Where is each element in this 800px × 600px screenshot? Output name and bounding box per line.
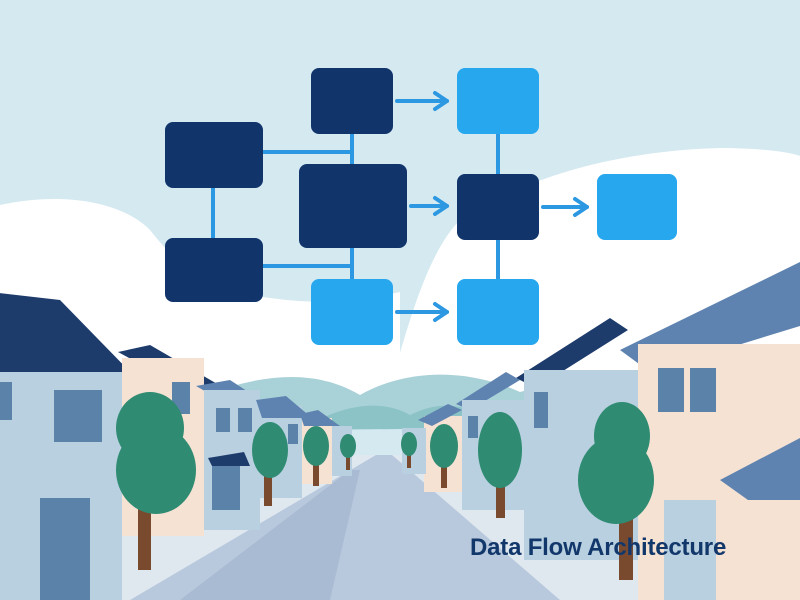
house-left-3-garage (212, 462, 240, 510)
diagram-node-n9 (597, 174, 677, 240)
house-left-3-window-a (216, 408, 230, 432)
houses-left (0, 293, 352, 600)
tree-crown (252, 422, 288, 478)
house-left-4-roof (256, 396, 312, 418)
tree-crown (578, 436, 654, 524)
diagram-node-n4 (299, 164, 407, 248)
diagram-node-n8 (457, 279, 539, 345)
house-right-4-roof (418, 404, 462, 426)
house-left-1-window-a (0, 382, 12, 420)
house-left-3-awning (208, 452, 250, 466)
arrow-head (433, 196, 449, 216)
diagram-node-n5 (311, 279, 393, 345)
tree-crown (116, 426, 196, 514)
tree-trunk (313, 462, 319, 486)
tree-trunk (496, 472, 505, 518)
diagram-node-n7 (457, 174, 539, 240)
flow-diagram (165, 68, 677, 345)
diagram-node-n6 (457, 68, 539, 134)
diagram-node-n2 (165, 238, 263, 302)
arrow-head (573, 197, 589, 217)
trees (116, 392, 654, 580)
house-left-4-window (288, 424, 298, 444)
road-shadow (180, 470, 360, 600)
house-right-1-door (664, 500, 716, 600)
house-right-1-canopy (720, 438, 800, 500)
tree-crown (478, 412, 522, 488)
house-right-1-window-a (658, 368, 684, 412)
diagram-node-n1 (165, 122, 263, 188)
tree-crown (303, 426, 329, 466)
tree-trunk (441, 462, 447, 488)
house-right-3-window-a (468, 416, 478, 438)
house-left-5-roof (300, 410, 340, 426)
caption-title: Data Flow Architecture (470, 534, 727, 561)
tree-crown (430, 424, 458, 468)
house-left-3-window-b (238, 408, 252, 432)
tree-trunk (407, 454, 411, 468)
diagram-node-n3 (311, 68, 393, 134)
tree-trunk (264, 470, 272, 506)
arrow-head (433, 91, 449, 111)
house-left-1-door (40, 498, 90, 600)
arrow-head (433, 302, 449, 322)
house-right-2-window (534, 392, 548, 428)
tree-trunk (346, 456, 350, 470)
house-left-1-roof (0, 293, 140, 382)
tree-crown (340, 434, 356, 458)
house-right-1-window-b (690, 368, 716, 412)
tree-crown (401, 432, 417, 456)
house-left-1-window-b (54, 390, 102, 442)
